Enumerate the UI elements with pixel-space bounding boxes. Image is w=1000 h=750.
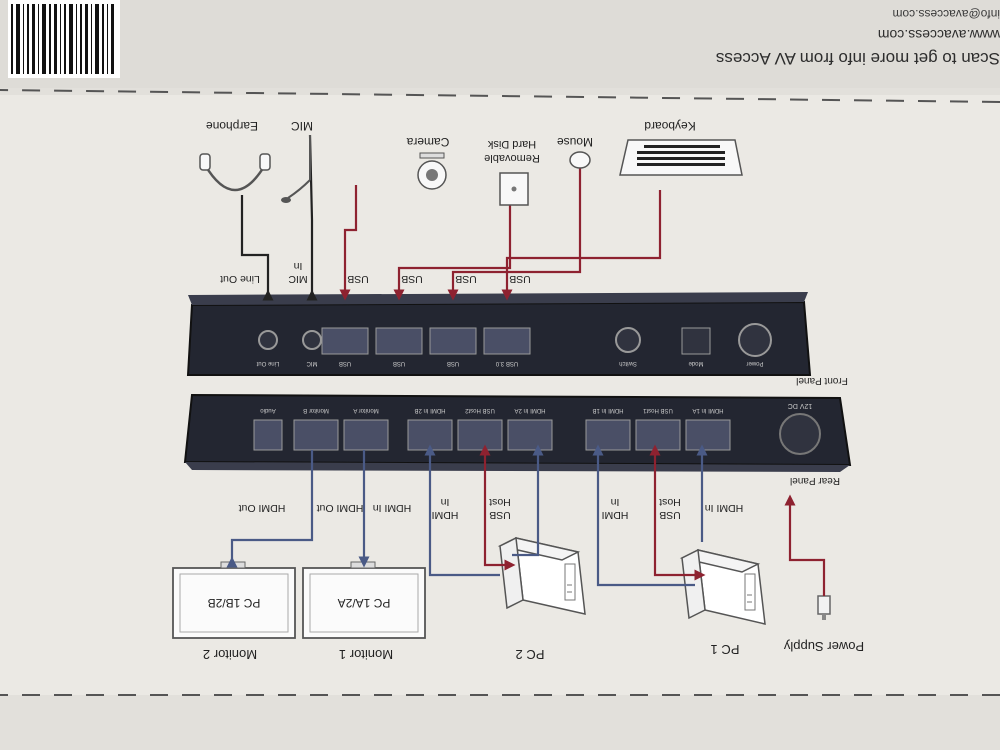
rear-port-label: HDMI In 2B [414,407,445,413]
front-port-label: MIC [306,360,318,366]
rear-port-label: HDMI In 2A [514,407,545,413]
front-port-usb-2 [429,327,477,355]
rear-power-jack-label: 12V DC [788,402,813,409]
rear-port-label: USB Host1 [643,407,673,413]
monitor1-label: Monitor 1 [339,647,393,662]
rear-port-label: Monitor A [353,407,378,413]
conn-label: Host [489,496,511,508]
power-supply-label: Power Supply [783,639,864,654]
rear-port-label: Monitor B [303,407,329,413]
front-port-usb-3 [375,327,423,355]
conn-label: USB [489,509,511,521]
monitor2-label: Monitor 2 [203,647,257,662]
conn-label: In [440,496,449,508]
front-port-usb3 [483,327,531,355]
microphone: MIC [281,119,313,203]
mic-label: MIC [291,119,313,133]
conn-label: HDMI In [373,502,412,514]
rear-port-hdmi-1a [685,419,731,451]
front-control-label: Switch [619,360,637,366]
monitor2-screen-text: PC 1B/2B [208,596,261,610]
rear-port-monitor-a [343,419,389,451]
barcode [8,0,120,78]
rear-port-hdmi-2a [507,419,553,451]
conn-label: USB [509,273,531,285]
front-port-label: USB [393,360,405,366]
conn-label: Line Out [220,273,260,285]
conn-label: HDMI Out [317,502,364,514]
mouse-label: Mouse [557,135,593,149]
conn-label: USB [347,273,369,285]
rear-port-usb-host-2 [457,419,503,451]
rear-port-hdmi-2b [407,419,453,451]
removable-label-1: Removable [484,152,540,164]
earphone-label: Earphone [206,119,258,133]
power-button [738,323,772,357]
power-supply: Power Supply [783,595,864,654]
conn-label: MIC [288,273,308,285]
conn-label: In [293,260,302,272]
conn-label: HDMI In [705,502,744,514]
front-control-label: Power [746,360,763,366]
dashed-divider-bottom [0,89,1000,103]
rear-port-label: HDMI In 1A [692,407,723,413]
front-port-usb-4 [321,327,369,355]
keyboard-label: Keyboard [644,119,695,133]
header-website: www.avaccess.com [878,27,1000,43]
front-port-label: USB [447,360,459,366]
conn-label: HDMI [602,509,629,521]
conn-label: HDMI [432,509,459,521]
rear-connections [226,444,826,596]
rear-port-label: HDMI In 1B [592,407,623,413]
front-connection-labels: USB USB USB USB MIC In Line Out [220,260,531,285]
conn-label: USB [401,273,423,285]
front-connections [240,134,662,301]
monitor1-screen-text: PC 1A/2A [338,596,391,610]
camera: Camera [406,135,449,190]
camera-label: Camera [406,135,449,149]
removable-hard-disk: Removable Hard Disk [484,138,540,206]
conn-label: USB [455,273,477,285]
conn-label: In [610,496,619,508]
header-area: Scan to get more info from AV Access www… [0,0,1000,88]
front-port-label: Line Out [256,360,279,366]
monitor-2: PC 1B/2B Monitor 2 [172,561,296,662]
front-panel-label: Front Panel [796,375,848,386]
rear-port-monitor-b [293,419,339,451]
conn-label: HDMI Out [239,502,286,514]
conn-label: USB [659,509,681,521]
header-info-text: Scan to get more info from AV Access [716,49,1000,68]
mode-button [681,327,711,355]
pc1-label: PC 1 [711,642,740,657]
rear-panel-label: Rear Panel [790,475,840,486]
rear-port-hdmi-1b [585,419,631,451]
mouse: Mouse [557,135,593,169]
front-panel: Power Mode Switch USB 3.0 USB USB USB MI… [186,292,848,386]
front-control-label: Mode [688,360,704,366]
earphone: Earphone [199,119,271,192]
rear-port-audio [253,419,283,451]
pc2-label: PC 2 [516,647,545,662]
rear-power-jack [779,413,821,455]
rear-port-label: USB Host2 [465,407,495,413]
switch-button [615,327,641,353]
front-port-label: USB [339,360,351,366]
header-email: info@avaccess.com [892,7,1000,21]
rear-port-usb-host-1 [635,419,681,451]
rear-port-label: Audio [260,407,276,413]
front-port-line-out [258,330,278,350]
removable-label-2: Hard Disk [487,138,536,150]
front-port-label: USB 3.0 [495,360,518,366]
keyboard: Keyboard [619,119,743,176]
rear-connection-labels: HDMI In USB Host HDMI In USB Host HDMI I… [239,496,744,521]
front-port-mic [302,330,322,350]
conn-label: Host [659,496,681,508]
